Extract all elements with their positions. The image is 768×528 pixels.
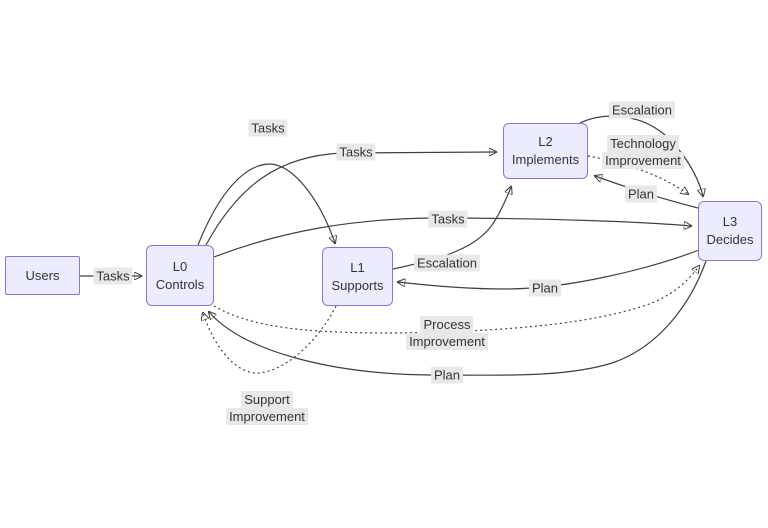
edge-label-users-l0: Tasks	[93, 267, 133, 285]
node-users: Users	[5, 256, 80, 295]
edge-label-l2-l3-escalation-text: Escalation	[609, 101, 675, 119]
node-l3-line1: L3	[722, 214, 738, 229]
edge-l2-l3-escalation	[579, 115, 703, 196]
edge-label-l3-l2-plan-text: Plan	[624, 185, 658, 203]
node-l3-line2: Decides	[706, 232, 754, 247]
node-l1-line1: L1	[350, 259, 365, 275]
node-l0-line1: L0	[172, 258, 188, 274]
node-l2-line2: Implements	[511, 152, 580, 167]
edge-label-l0-l3-text: Tasks	[428, 210, 468, 228]
edge-label-support-line1: Support	[241, 391, 293, 408]
edge-label-process-line2: Improvement	[406, 333, 488, 350]
node-l1-supports: L1 Supports	[322, 247, 393, 306]
edge-label-l3-l0-plan-text: Plan	[430, 366, 464, 384]
edge-label-l0-l3-process: Process Improvement	[406, 316, 488, 350]
node-l3-decides: L3 Decides	[698, 201, 762, 261]
node-l2-line1: L2	[538, 134, 553, 149]
node-l1-line2: Supports	[331, 277, 384, 293]
edge-label-l2-l3-escalation: Escalation	[609, 101, 675, 119]
edge-label-l3-l1-plan-text: Plan	[528, 279, 562, 297]
edge-l3-l0-plan	[209, 260, 707, 376]
edge-label-l0-l2: Tasks	[336, 143, 376, 161]
edge-label-process-line1: Process	[420, 316, 474, 333]
edge-label-l3-l1-plan: Plan	[528, 279, 562, 297]
node-l0-line2: Controls	[155, 276, 205, 292]
node-users-label: Users	[25, 267, 60, 283]
edge-l1-l0-support-improvement	[203, 305, 337, 374]
edge-label-l0-l3: Tasks	[428, 210, 468, 228]
node-l2-implements: L2 Implements	[503, 123, 588, 179]
edge-label-l0-l1: Tasks	[248, 119, 288, 137]
edge-label-users-l0-text: Tasks	[93, 267, 133, 285]
edge-label-l1-l2-text: Escalation	[414, 254, 480, 272]
edge-label-technology-line2: Improvement	[602, 152, 684, 169]
edge-label-l2-l3-technology: Technology Improvement	[602, 135, 684, 169]
edge-l3-l1-plan	[398, 249, 700, 290]
edge-l0-l2-tasks	[205, 152, 496, 246]
edge-l0-l3-process-improvement	[213, 266, 699, 334]
edge-label-l3-l2-plan: Plan	[624, 185, 658, 203]
edge-l0-l1-tasks	[197, 163, 335, 245]
edge-label-l0-l1-text: Tasks	[248, 119, 288, 137]
edge-label-l3-l0-plan: Plan	[430, 366, 464, 384]
edge-label-technology-line1: Technology	[607, 135, 679, 152]
edge-label-l1-l0-support: Support Improvement	[226, 391, 308, 425]
edge-label-support-line2: Improvement	[226, 408, 308, 425]
edge-label-l1-l2: Escalation	[414, 254, 480, 272]
node-l0-controls: L0 Controls	[146, 245, 214, 306]
edge-l2-l3-technology-improvement	[587, 155, 688, 194]
edge-label-l0-l2-text: Tasks	[336, 143, 376, 161]
